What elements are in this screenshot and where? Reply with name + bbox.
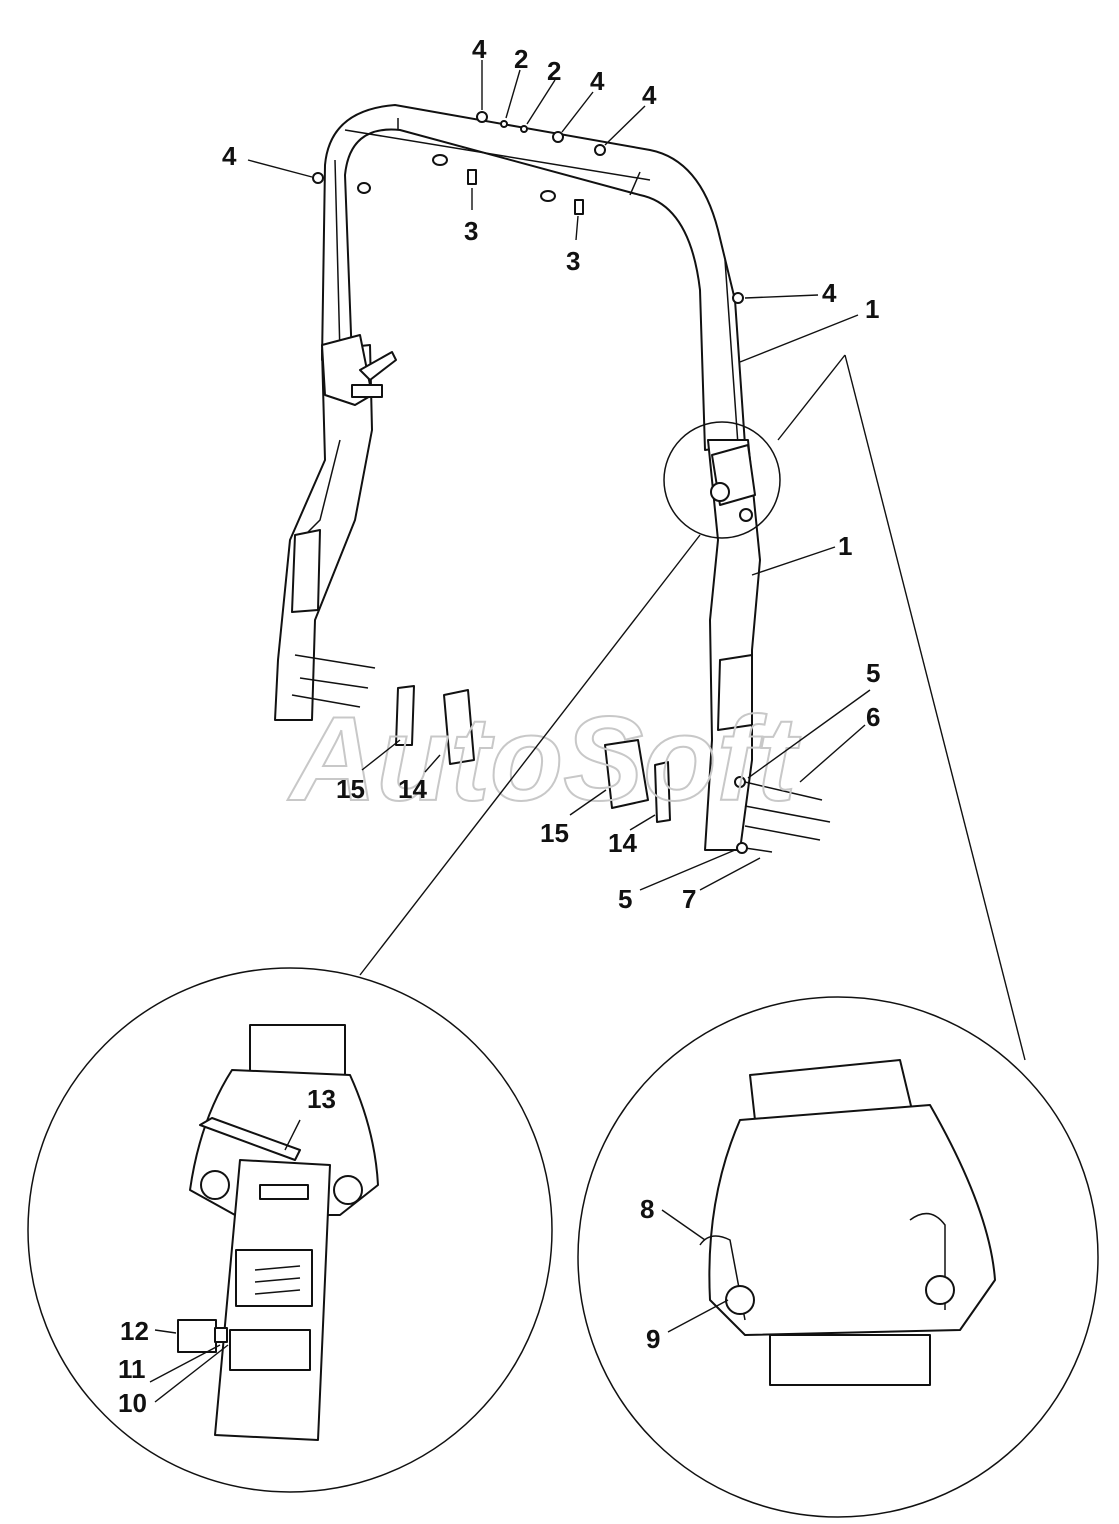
- detail-circle-left-border: [27, 967, 553, 1493]
- rops-top-bar: [321, 104, 746, 451]
- callout-4: 4: [222, 141, 237, 171]
- left-detail-handle: [199, 1117, 301, 1161]
- right-shim-14: [654, 761, 671, 823]
- leader-detail-up: [777, 354, 846, 441]
- part-12-box: [177, 1319, 217, 1353]
- right-lower-plate: [717, 654, 753, 731]
- bolt-7: [744, 847, 773, 853]
- left-rod-c: [291, 694, 361, 708]
- callout-4: 4: [590, 66, 605, 96]
- left-lower-plate: [291, 529, 321, 613]
- right-detail-nut-a: [725, 1285, 755, 1315]
- left-rod-b: [299, 677, 369, 689]
- right-pivot-pin: [710, 482, 730, 502]
- warning-decal: [229, 1329, 311, 1371]
- nut-4e: [732, 292, 744, 304]
- callout-8: 8: [640, 1194, 654, 1224]
- washer-2a: [500, 120, 508, 128]
- nut-4d: [312, 172, 324, 184]
- callout-12: 12: [120, 1316, 149, 1346]
- callout-15: 15: [540, 818, 569, 848]
- rops-left-upright: [274, 344, 373, 721]
- bushing-c: [357, 182, 371, 194]
- callout-leaders: [149, 60, 871, 1403]
- detail-circle-right-border: [577, 996, 1099, 1518]
- callout-4: 4: [822, 278, 837, 308]
- right-detail-nut-b: [925, 1275, 955, 1305]
- right-detail-base: [769, 1334, 931, 1386]
- bolt-6b: [744, 805, 831, 823]
- left-detail-bolt-b: [333, 1175, 363, 1205]
- callout-3: 3: [464, 216, 478, 246]
- callout-13: 13: [307, 1084, 336, 1114]
- callout-7: 7: [682, 884, 696, 914]
- callout-4: 4: [642, 80, 657, 110]
- callout-9: 9: [646, 1324, 660, 1354]
- bolt-3b: [574, 199, 584, 215]
- callout-4: 4: [472, 34, 487, 64]
- callout-2: 2: [514, 44, 528, 74]
- detail-circle-right: [577, 996, 1099, 1518]
- right-detail-clip-a: [699, 1235, 746, 1321]
- left-plate-14: [443, 689, 475, 765]
- callout-5: 5: [866, 658, 880, 688]
- callout-10: 10: [118, 1388, 147, 1418]
- callout-6: 6: [866, 702, 880, 732]
- rops-frame: [274, 104, 761, 851]
- callout-3: 3: [566, 246, 580, 276]
- top-hardware: [312, 111, 744, 304]
- nut-4c: [594, 144, 606, 156]
- callout-15: 15: [336, 774, 365, 804]
- nut-4a: [476, 111, 488, 123]
- washer-5b: [736, 842, 748, 854]
- left-detail-pin: [259, 1184, 309, 1200]
- callout-labels: 4 2 2 4 4 4 3 3 4 1 1 5 6 15 14 15 14 5 …: [118, 34, 880, 1418]
- callout-14: 14: [398, 774, 427, 804]
- left-detail-bolt-a: [200, 1170, 230, 1200]
- nut-4b: [552, 131, 564, 143]
- detail-circle-left: [27, 967, 553, 1493]
- right-detail-clip-b: [909, 1212, 946, 1310]
- right-detail-bracket: [708, 1104, 996, 1336]
- callout-1: 1: [865, 294, 879, 324]
- leader-detail-left: [359, 534, 701, 976]
- right-lower-hardware: [604, 739, 831, 854]
- bushing-a: [432, 154, 448, 166]
- washer-2b: [520, 125, 528, 133]
- bolt-3a: [467, 169, 477, 185]
- bushing-b: [540, 190, 556, 202]
- part-11-nut: [214, 1327, 228, 1343]
- callout-5: 5: [618, 884, 632, 914]
- left-shim-15: [395, 685, 415, 746]
- watermark: AutoSoft: [287, 692, 802, 826]
- left-pin: [351, 384, 383, 398]
- bolt-6a: [744, 781, 823, 801]
- callout-14: 14: [608, 828, 637, 858]
- callout-1: 1: [838, 531, 852, 561]
- callout-2: 2: [547, 56, 561, 86]
- left-lower-hardware: [291, 654, 475, 765]
- serial-plate: [235, 1249, 313, 1307]
- bolt-6c: [744, 825, 821, 841]
- leader-detail-right: [844, 354, 1026, 1061]
- right-pivot-bolt: [739, 508, 753, 522]
- right-plate-15: [604, 739, 649, 809]
- washer-5a: [734, 776, 746, 788]
- left-rod-a: [294, 654, 376, 669]
- callout-11: 11: [118, 1354, 146, 1384]
- left-pin-handle: [359, 351, 397, 381]
- detail-ring-pivot: [663, 421, 781, 539]
